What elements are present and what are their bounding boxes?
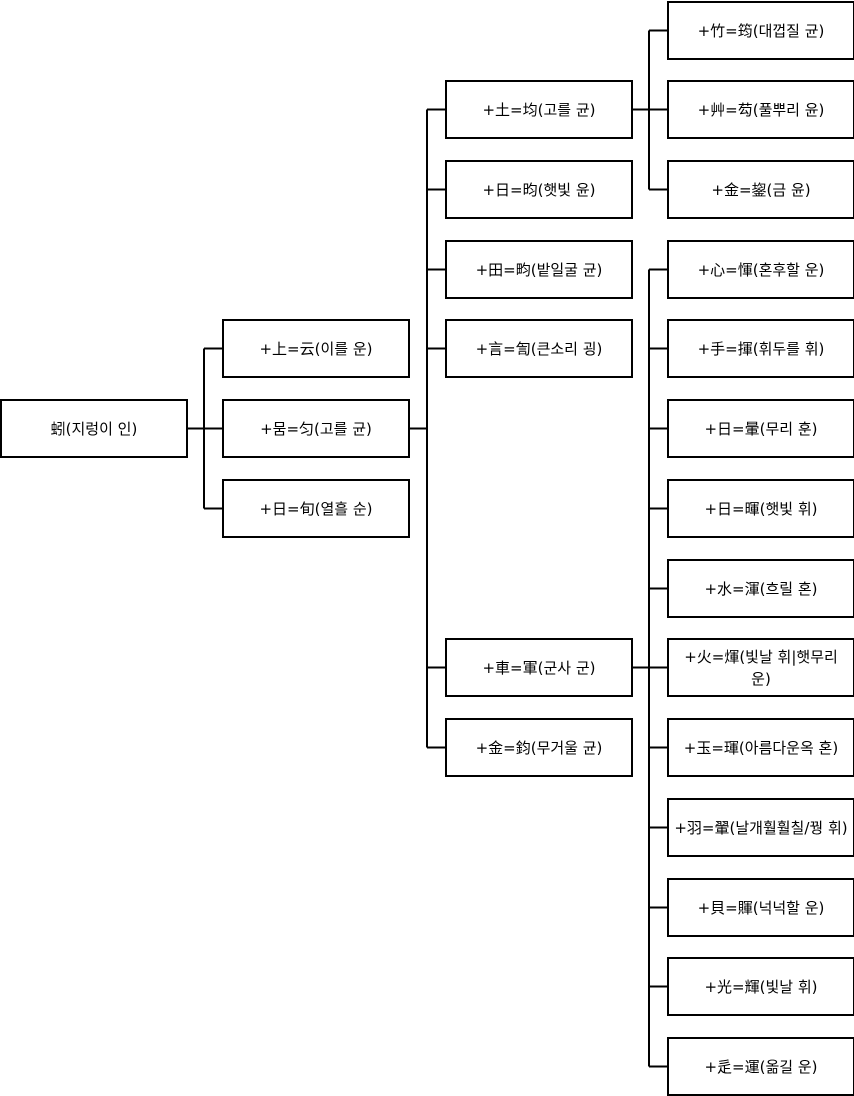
node-gyun-metal: +金=鈞(무거울 균) bbox=[445, 718, 633, 777]
node-hwi-light: +光=輝(빛날 휘) bbox=[667, 957, 854, 1016]
node-yun: +上=云(이를 운) bbox=[222, 319, 410, 378]
node-hwi-fire: +火=煇(빛날 휘|햇무리 운) bbox=[667, 638, 854, 697]
node-yun-metal: +金=鋆(금 윤) bbox=[667, 160, 854, 219]
node-hon-jade: +玉=琿(아름다운옥 혼) bbox=[667, 718, 854, 777]
node-gyun-field: +田=畇(밭일굴 균) bbox=[445, 240, 633, 299]
root-node: 蚓(지렁이 인) bbox=[0, 399, 188, 458]
node-gyun-bamboo: +竹=筠(대껍질 균) bbox=[667, 1, 854, 60]
node-yun-sun: +日=昀(햇빛 윤) bbox=[445, 160, 633, 219]
node-sun: +日=旬(열흘 순) bbox=[222, 479, 410, 538]
node-gyun: +뭄=匀(고를 균) bbox=[222, 399, 410, 458]
node-gun: +車=軍(군사 군) bbox=[445, 638, 633, 697]
node-un-heart: +心=惲(혼후할 운) bbox=[667, 240, 854, 299]
node-hon-water: +水=渾(흐릴 혼) bbox=[667, 559, 854, 618]
node-hwi-sun: +日=暉(햇빛 휘) bbox=[667, 479, 854, 538]
node-hun-sun: +日=暈(무리 훈) bbox=[667, 399, 854, 458]
node-hwi-hand: +手=揮(휘두를 휘) bbox=[667, 319, 854, 378]
node-hwi-feather: +羽=翬(날개훨훨칠/꿩 휘) bbox=[667, 798, 854, 857]
node-gyun-earth: +土=均(고를 균) bbox=[445, 80, 633, 139]
node-un-walk: +辵=運(옮길 운) bbox=[667, 1037, 854, 1096]
node-yun-grass: +艸=芶(풀뿌리 윤) bbox=[667, 80, 854, 139]
node-goeng: +言=訇(큰소리 굉) bbox=[445, 319, 633, 378]
node-un-shell: +貝=賱(넉넉할 운) bbox=[667, 878, 854, 937]
